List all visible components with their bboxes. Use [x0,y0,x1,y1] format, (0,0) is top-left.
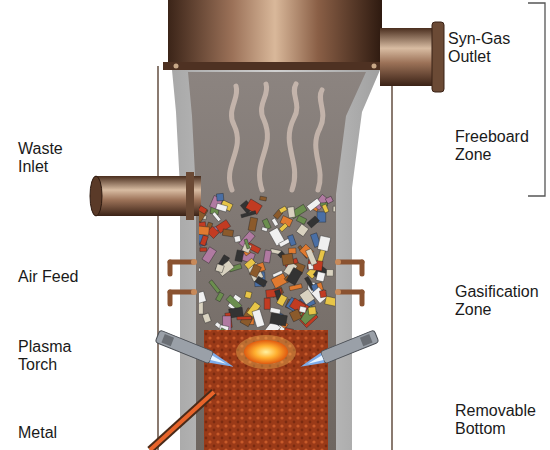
removable-bottom-bed [204,330,328,450]
waste-pile [199,192,335,334]
plasma-torch [155,330,236,373]
reactor-wall [172,70,380,450]
inlet-pipe [95,176,201,216]
vessel-top [168,0,382,70]
plasma-torch [298,330,379,373]
part-label: Metal [18,424,98,442]
outlet-pipe [380,28,436,86]
vessel-flange [163,62,387,70]
part-label: Removable Bottom [455,402,547,439]
part-label: Plasma Torch [18,338,88,375]
part-label: Air Feed [18,268,108,286]
zone-bracket [528,3,545,196]
part-label: Freeboard Zone [455,128,545,165]
support-leg [157,66,159,450]
inlet-mouth [90,176,102,216]
molten-pool [244,340,288,364]
outlet-cap [432,22,444,92]
support-leg [391,66,393,450]
metal-tap [150,392,214,450]
part-label: Syn-Gas Outlet [448,30,538,67]
part-label: Gasification Zone [455,283,547,320]
inlet-flange [186,172,194,220]
air-feed-nozzle [170,262,362,304]
part-label: Waste Inlet [18,140,78,177]
gas-plume [229,84,322,190]
